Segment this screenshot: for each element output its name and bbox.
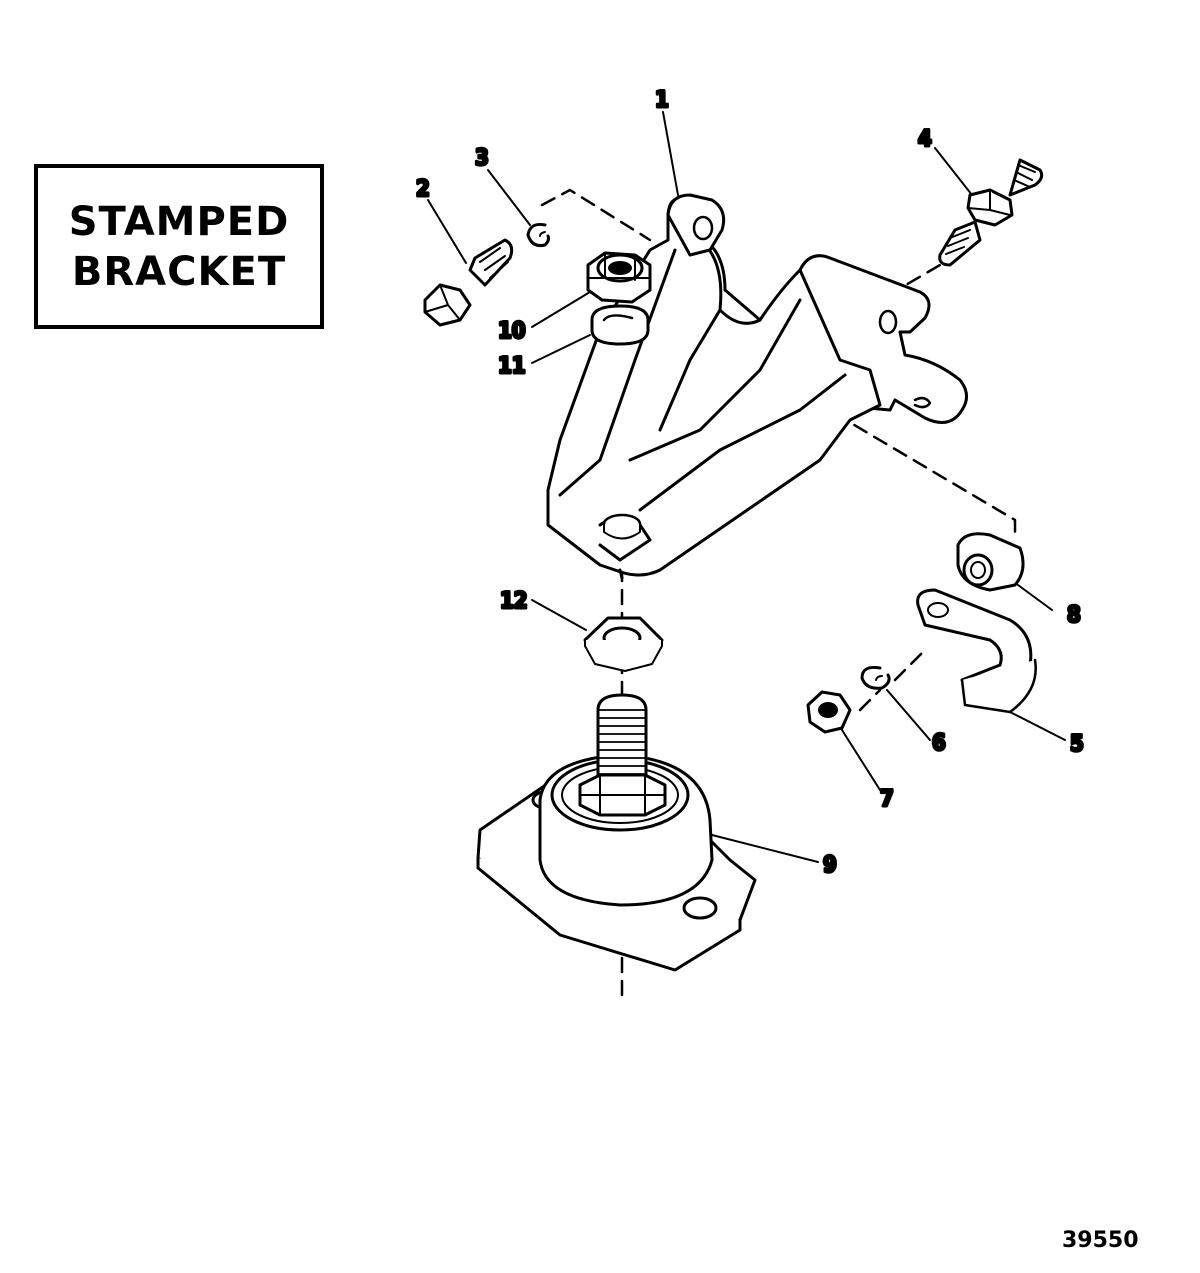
tab-washer xyxy=(583,616,664,672)
title-box: STAMPED BRACKET xyxy=(34,164,324,329)
title-line-1: STAMPED xyxy=(68,198,290,245)
callout-7: 7 xyxy=(880,787,894,812)
lock-washer-small xyxy=(860,666,891,690)
callout-10: 10 xyxy=(498,319,526,344)
j-clip xyxy=(916,588,1037,714)
callout-5: 5 xyxy=(1070,732,1084,757)
callout-1: 1 xyxy=(655,88,669,113)
callout-2: 2 xyxy=(416,177,430,202)
callout-12: 12 xyxy=(500,589,528,614)
leader-lines xyxy=(427,111,1066,863)
callout-labels: 1 2 3 4 5 6 7 8 9 10 11 12 xyxy=(415,87,1086,880)
callout-4: 4 xyxy=(918,127,932,152)
title-line-2: BRACKET xyxy=(71,248,287,295)
callout-11: 11 xyxy=(498,354,526,379)
stamped-bracket xyxy=(546,193,968,580)
lock-washer-mount xyxy=(590,304,650,346)
callout-9: 9 xyxy=(823,853,837,878)
callout-6: 6 xyxy=(932,731,946,756)
hex-nut-small xyxy=(806,690,852,734)
drawing-number: 39550 xyxy=(1062,1228,1139,1253)
callout-8: 8 xyxy=(1067,603,1081,628)
engine-mount xyxy=(476,693,757,972)
spacer xyxy=(956,532,1025,592)
hex-nut xyxy=(586,251,652,304)
hex-bolt xyxy=(423,238,514,327)
stud xyxy=(938,158,1044,267)
lock-washer xyxy=(526,223,551,247)
callout-3: 3 xyxy=(475,146,489,171)
